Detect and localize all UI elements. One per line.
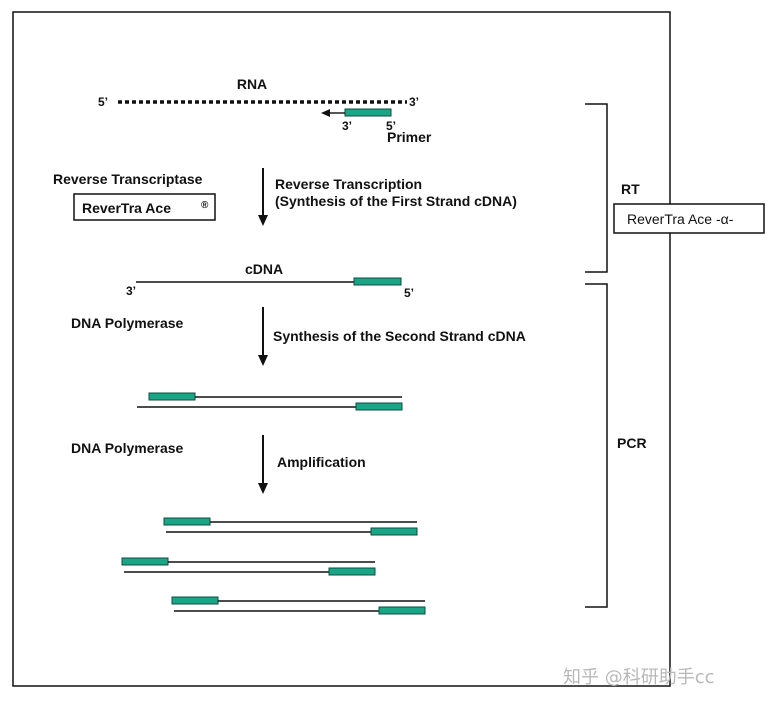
- amplicon-3-bottom-primer: [378, 606, 426, 615]
- reverse-transcriptase-label: Reverse Transcriptase: [53, 171, 203, 187]
- revertra-ace-alpha-label: ReverTra Ace -α-: [627, 211, 734, 227]
- watermark: 知乎 @科研助手cc: [563, 667, 715, 688]
- primer-three-prime: 3’: [342, 119, 352, 133]
- pcr-label: PCR: [617, 435, 647, 451]
- amplicon-3: [171, 596, 426, 615]
- pcr-bracket: [585, 283, 608, 608]
- registered-mark: ®: [201, 200, 209, 211]
- dna-polymerase-label-2: DNA Polymerase: [71, 440, 184, 456]
- rna-three-prime: 3’: [409, 95, 419, 109]
- first-strand-synthesis-label: (Synthesis of the First Strand cDNA): [275, 193, 517, 209]
- primer-five-prime: 5’: [386, 119, 396, 133]
- amplicon-2-bottom-primer: [328, 567, 376, 576]
- ds-cdna-bottom-primer: [355, 402, 403, 411]
- step2-arrow-head: [258, 355, 268, 366]
- ds-cdna-top-primer: [148, 392, 196, 401]
- primer-direction-arrowhead: [321, 109, 330, 117]
- diagram-frame: [12, 11, 671, 687]
- amplicon-2: [121, 557, 376, 576]
- amplicon-1-top-primer: [163, 517, 211, 526]
- revertra-ace-name: ReverTra Ace: [82, 200, 171, 216]
- rt-bracket: [585, 103, 608, 273]
- primer-bar: [344, 108, 392, 117]
- cdna-five-prime: 5’: [404, 286, 414, 300]
- step1-arrow-head: [258, 215, 268, 226]
- step3-arrow-head: [258, 483, 268, 494]
- amplicon-1: [163, 517, 418, 536]
- cdna-label: cDNA: [245, 261, 283, 277]
- revertra-ace-box: [73, 193, 216, 221]
- reverse-transcription-label: Reverse Transcription: [275, 176, 422, 192]
- primer-label: Primer: [387, 129, 432, 145]
- amplicon-3-top-primer: [171, 596, 219, 605]
- dna-polymerase-label-1: DNA Polymerase: [71, 315, 184, 331]
- cdna-primer-bar: [353, 277, 402, 286]
- amplicon-2-top-primer: [121, 557, 169, 566]
- rna-label: RNA: [237, 76, 267, 92]
- cdna-three-prime: 3’: [126, 284, 136, 298]
- revertra-ace-alpha-box: [613, 203, 765, 234]
- amplification-label: Amplification: [277, 454, 366, 470]
- amplicon-1-bottom-primer: [370, 527, 418, 536]
- second-strand-synthesis-label: Synthesis of the Second Strand cDNA: [273, 328, 526, 344]
- rt-label: RT: [621, 181, 640, 197]
- rna-five-prime: 5’: [98, 95, 108, 109]
